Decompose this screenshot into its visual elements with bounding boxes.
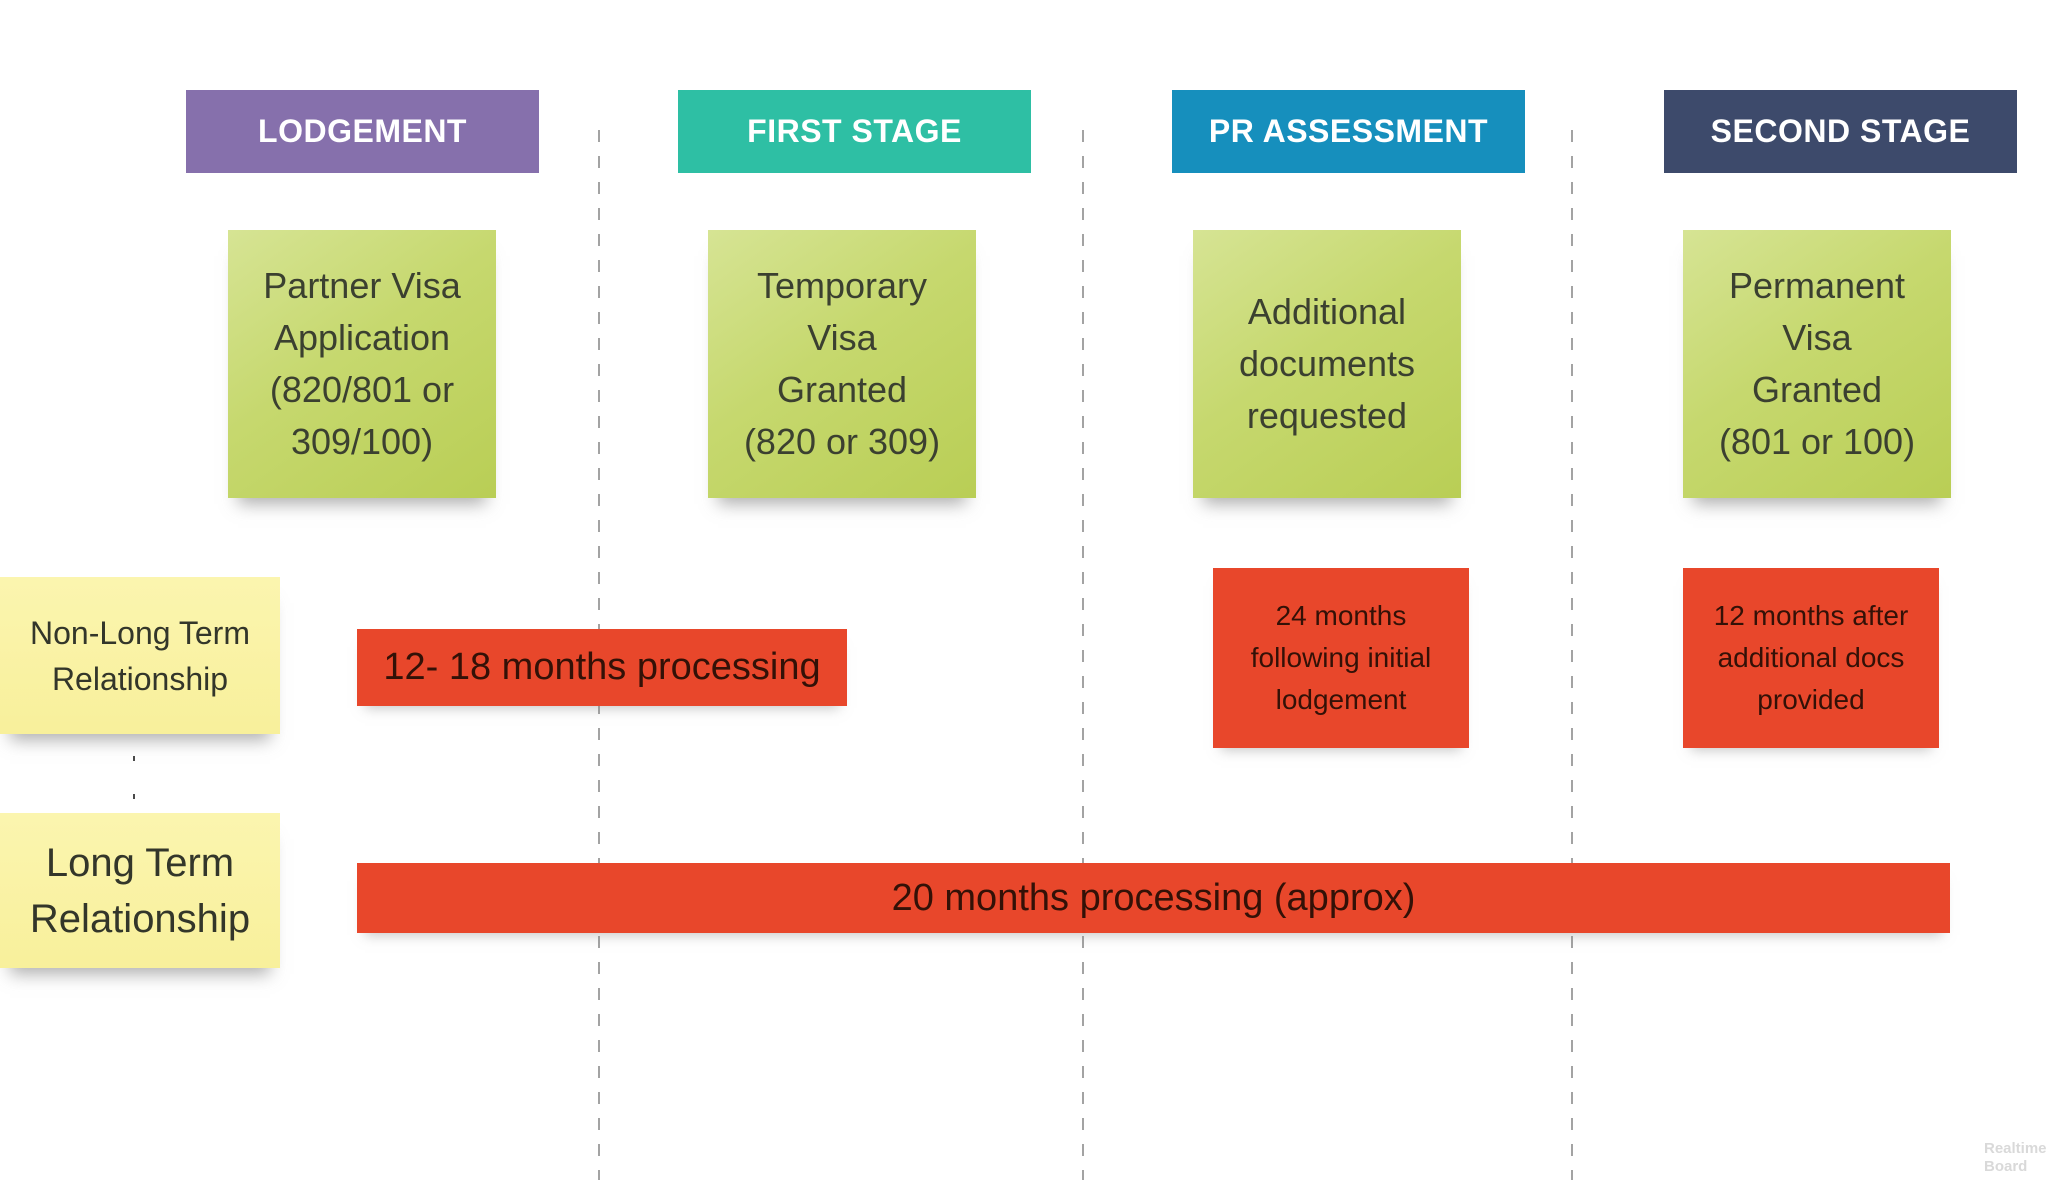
stage-header-label: FIRST STAGE (747, 113, 962, 149)
stage-header-label: SECOND STAGE (1710, 113, 1971, 149)
timeline-bar-20-months[interactable]: 20 months processing (approx) (357, 863, 1950, 933)
stage-header-second-stage: SECOND STAGE (1664, 90, 2017, 173)
timeline-bar-text: 20 months processing (approx) (891, 876, 1416, 919)
timeline-box-12-months-after-docs[interactable]: 12 months after additional docs provided (1683, 568, 1939, 748)
column-separator-2 (1082, 130, 1084, 1180)
stage-header-label: LODGEMENT (258, 113, 467, 149)
sticky-note-non-long-term-relationship[interactable]: Non-Long Term Relationship (0, 577, 280, 734)
timeline-box-text: 24 months following initial lodgement (1250, 600, 1432, 715)
stage-header-label: PR ASSESSMENT (1208, 113, 1489, 149)
stage-header-first-stage: FIRST STAGE (678, 90, 1031, 173)
sticky-note-long-term-relationship[interactable]: Long Term Relationship (0, 813, 280, 968)
sticky-note-text: Additional documents requested (1238, 291, 1416, 436)
sticky-note-partner-visa-application[interactable]: Partner Visa Application (820/801 or 309… (228, 230, 496, 498)
realtime-board-watermark: Realtime Board (1984, 1140, 2047, 1175)
timeline-bar-12-18-months[interactable]: 12- 18 months processing (357, 629, 847, 706)
track-connector-dashes (133, 756, 135, 812)
sticky-note-text: Partner Visa Application (820/801 or 309… (263, 265, 461, 462)
stage-header-pr-assessment: PR ASSESSMENT (1172, 90, 1525, 173)
sticky-note-text: Long Term Relationship (29, 840, 251, 941)
timeline-box-24-months[interactable]: 24 months following initial lodgement (1213, 568, 1469, 748)
sticky-note-additional-documents-requested[interactable]: Additional documents requested (1193, 230, 1461, 498)
sticky-note-temporary-visa-granted[interactable]: Temporary Visa Granted (820 or 309) (708, 230, 976, 498)
column-separator-3 (1571, 130, 1573, 1180)
sticky-note-text: Temporary Visa Granted (820 or 309) (743, 265, 941, 462)
stage-header-lodgement: LODGEMENT (186, 90, 539, 173)
timeline-box-text: 12 months after additional docs provided (1713, 600, 1909, 715)
timeline-bar-text: 12- 18 months processing (383, 646, 821, 688)
sticky-note-permanent-visa-granted[interactable]: Permanent Visa Granted (801 or 100) (1683, 230, 1951, 498)
sticky-note-text: Permanent Visa Granted (801 or 100) (1718, 265, 1916, 462)
sticky-note-text: Non-Long Term Relationship (30, 614, 250, 697)
